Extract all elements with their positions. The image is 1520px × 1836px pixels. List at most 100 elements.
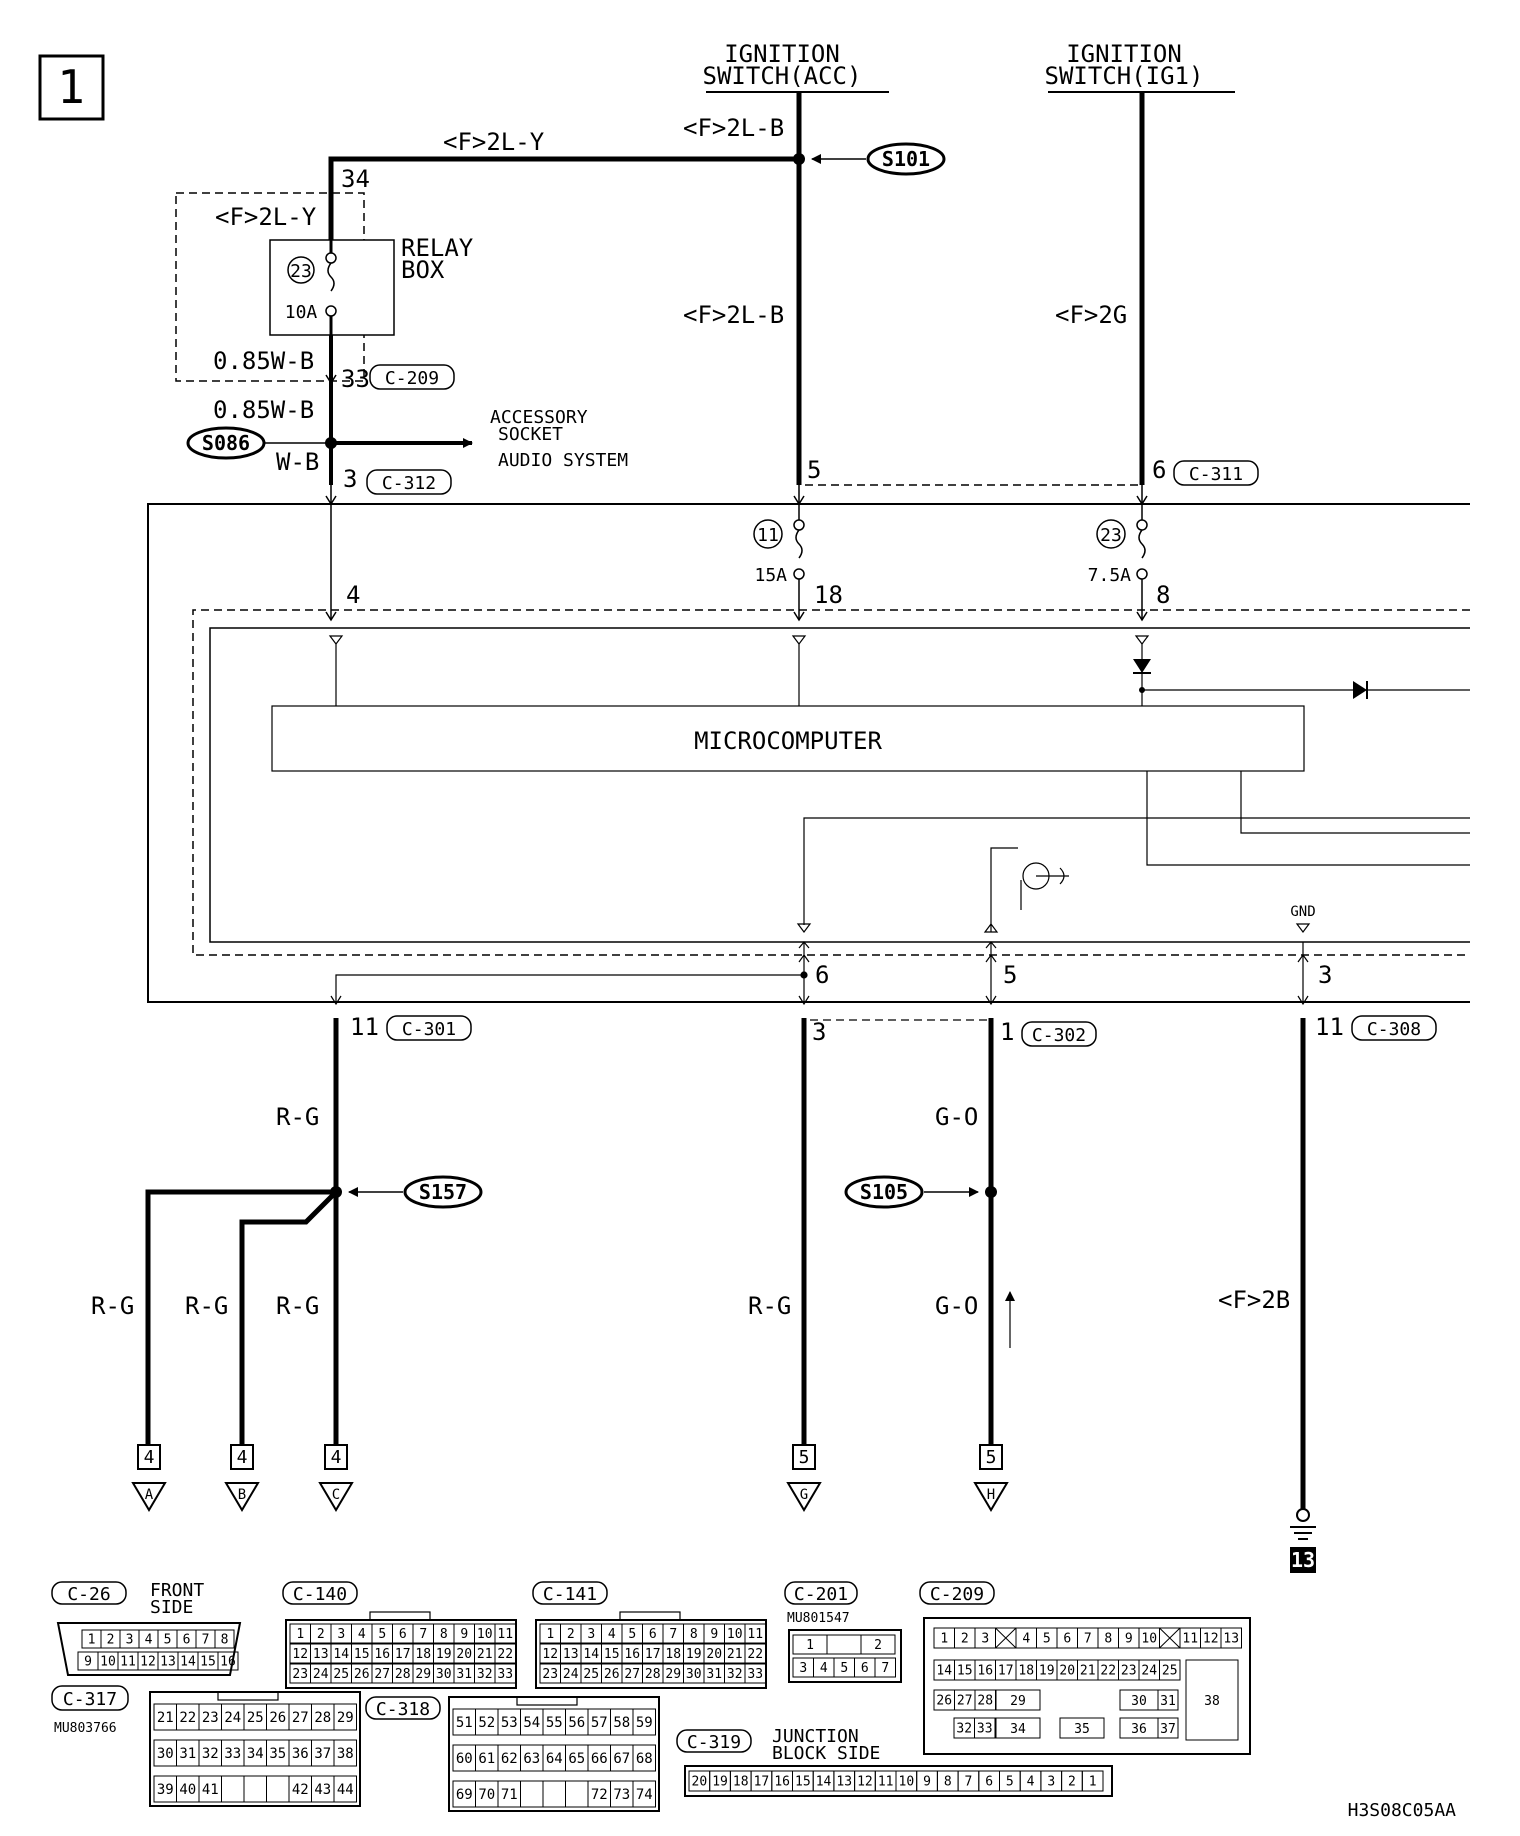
- connector-pin-label: 23: [1121, 1664, 1137, 1679]
- connector-pin-label: 37: [1160, 1722, 1176, 1737]
- connector-pin-label: 26: [936, 1694, 952, 1709]
- connector-pin-label: 5: [1043, 1632, 1051, 1647]
- page-number-badge: 1: [38, 54, 105, 121]
- connector-pin-label: 71: [501, 1787, 518, 1803]
- connector-pin-label: 32: [477, 1667, 493, 1682]
- connector-pin-label: 64: [546, 1751, 563, 1767]
- connector-pin-label: 9: [460, 1627, 468, 1642]
- connector-pin-label: 8: [221, 1633, 229, 1648]
- cv-c26-note2: SIDE: [150, 1597, 193, 1618]
- connector-c312-label: C-312: [382, 473, 436, 494]
- diode-ig1: [1133, 659, 1151, 693]
- connector-pin-cell: [217, 1651, 239, 1671]
- exit-pin-5: 5: [1003, 961, 1017, 989]
- connector-pin-label: 3: [337, 1627, 345, 1642]
- connector-pin-label: 2: [107, 1633, 115, 1648]
- connector-c311-tag: C-311: [1173, 460, 1259, 486]
- connector-pin-label: 21: [477, 1647, 493, 1662]
- c302-pin-3: 3: [812, 1018, 826, 1046]
- connector-pin-cell: [565, 1780, 589, 1808]
- splice-s105-label: S105: [860, 1180, 908, 1204]
- terminal-a-letter: A: [145, 1487, 154, 1503]
- wire-label-wb: W-B: [276, 448, 319, 476]
- connector-pin-label: 4: [358, 1627, 366, 1642]
- connector-pin-label: 30: [1131, 1694, 1147, 1709]
- connector-pin-label: 2: [567, 1627, 575, 1642]
- wire-label-go-bot: G-O: [935, 1292, 978, 1320]
- connector-pin-label: 72: [591, 1787, 608, 1803]
- cv-c26-name: C-26: [67, 1584, 110, 1605]
- connector-pin-cell: [1081, 1770, 1104, 1792]
- connector-pin-label: 25: [333, 1667, 349, 1682]
- connector-pin-cell: [494, 1623, 516, 1644]
- splice-s157: S157: [330, 1175, 483, 1209]
- connector-pin-cell: [860, 1634, 896, 1655]
- connector-pin-cell: [744, 1623, 766, 1644]
- connector-pin-label: 20: [692, 1775, 708, 1790]
- connector-pin-label: 62: [501, 1751, 518, 1767]
- connector-pin-label: 8: [690, 1627, 698, 1642]
- connector-pin-cell: [333, 1703, 357, 1731]
- connector-pin-label: 51: [456, 1715, 473, 1731]
- connector-pin-label: 25: [1162, 1664, 1178, 1679]
- pin-6-ig1: 6: [1152, 456, 1166, 484]
- connector-pin-label: 18: [733, 1775, 749, 1790]
- connector-pin-label: 8: [1104, 1632, 1112, 1647]
- relay-fuse-number: 23: [290, 261, 312, 282]
- wire-label-wb085-b: 0.85W-B: [213, 396, 314, 424]
- page-number: 1: [57, 60, 85, 114]
- connector-pin-label: 5: [378, 1627, 386, 1642]
- connector-pin-label: 22: [1100, 1664, 1116, 1679]
- terminal-h-letter: H: [987, 1487, 995, 1503]
- connector-pin-label: 27: [624, 1667, 640, 1682]
- connector-pin-label: 23: [292, 1667, 308, 1682]
- wire-label-acc-mid: <F>2L-B: [683, 301, 784, 329]
- connector-pin-label: 7: [202, 1633, 210, 1648]
- terminal-a: 4 A: [131, 1444, 167, 1512]
- connector-pin-label: 4: [820, 1661, 828, 1676]
- connector-pin-label: 1: [546, 1627, 554, 1642]
- connector-pin-label: 4: [1027, 1775, 1035, 1790]
- connector-pin-label: 11: [747, 1627, 763, 1642]
- connector-pin-label: 59: [636, 1715, 653, 1731]
- connector-pin-label: 27: [292, 1710, 309, 1726]
- exit-lines: [330, 941, 1309, 1021]
- connector-pin-label: 26: [354, 1667, 370, 1682]
- terminal-b-page: 4: [237, 1447, 248, 1468]
- ignition-switch-ig1-label: IGNITION SWITCH(IG1): [1045, 40, 1235, 93]
- connector-pin-label: 53: [501, 1715, 518, 1731]
- connector-c302-label: C-302: [1032, 1025, 1086, 1046]
- microcomputer-label: MICROCOMPUTER: [694, 727, 882, 755]
- connector-pin-label: 27: [374, 1667, 390, 1682]
- terminal-c: 4 C: [318, 1444, 354, 1512]
- connector-pin-label: 18: [1018, 1664, 1034, 1679]
- terminal-g-letter: G: [800, 1487, 808, 1503]
- connector-pin-label: 1: [940, 1632, 948, 1647]
- connector-pin-label: 35: [1074, 1722, 1090, 1737]
- terminal-c-letter: C: [332, 1487, 340, 1503]
- connector-pin-cell: [632, 1744, 656, 1772]
- connector-pin-label: 30: [436, 1667, 452, 1682]
- fuse-11-number: 11: [757, 525, 779, 546]
- connector-pin-label: 58: [613, 1715, 630, 1731]
- connector-pin-label: 26: [269, 1710, 286, 1726]
- output-audio: AUDIO SYSTEM: [498, 450, 628, 471]
- relay-box-label-line1: RELAY: [401, 234, 474, 262]
- connector-pin-label: 7: [1084, 1632, 1092, 1647]
- connector-pin-label: 13: [160, 1655, 176, 1670]
- connector-pin-label: 13: [563, 1647, 579, 1662]
- connector-pin-label: 28: [314, 1710, 331, 1726]
- pin-18: 18: [814, 581, 843, 609]
- pin-33: 33: [341, 365, 370, 393]
- connector-pin-cell: [542, 1780, 566, 1808]
- connector-pin-label: 15: [604, 1647, 620, 1662]
- cv-c141-name: C-141: [543, 1584, 597, 1605]
- connector-pin-cell: [1157, 1689, 1179, 1711]
- connector-pin-label: 68: [636, 1751, 653, 1767]
- output-accessory: ACCESSORY: [490, 407, 588, 428]
- connector-pin-label: 34: [247, 1746, 264, 1762]
